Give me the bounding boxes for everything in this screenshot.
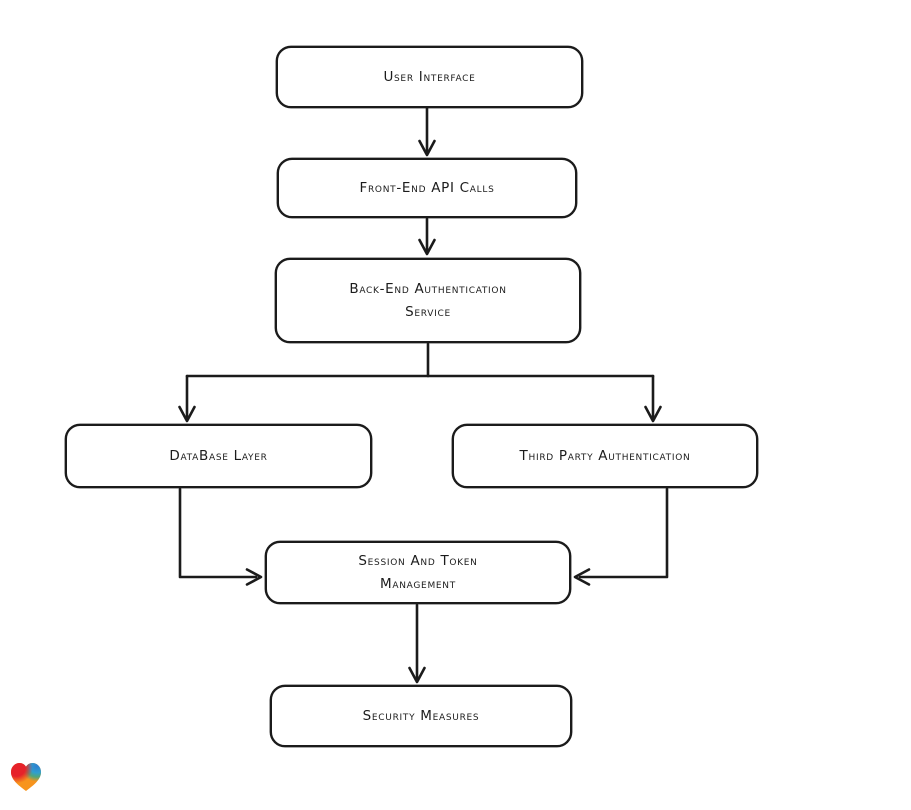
- node-back-end-authentication-service: Back-End Authentication Service: [275, 258, 581, 343]
- node-session-and-token-management-label: Session And Token Management: [358, 553, 478, 592]
- node-third-party-authentication-label: Third Party Authentication: [519, 447, 691, 464]
- node-session-and-token-management: Session And Token Management: [265, 541, 571, 604]
- node-back-end-authentication-service-label: Back-End Authentication Service: [349, 281, 507, 320]
- node-front-end-api-calls: Front-End API Calls: [277, 158, 577, 218]
- node-database-layer-label: DataBase Layer: [169, 447, 268, 464]
- edge-user-interface-to-front-end-api-calls: [418, 106, 436, 157]
- edge-back-end-authentication-service-branch: [178, 342, 662, 423]
- node-security-measures-label: Security Measures: [362, 707, 480, 724]
- edge-front-end-api-calls-to-back-end-authentication-service: [418, 217, 436, 256]
- edge-third-party-authentication-to-session-and-token-management: [573, 487, 669, 586]
- eraser-heart-logo[interactable]: [10, 762, 42, 792]
- node-user-interface-label: User Interface: [383, 68, 476, 85]
- node-security-measures: Security Measures: [270, 685, 572, 747]
- node-user-interface: User Interface: [276, 46, 583, 108]
- node-database-layer: DataBase Layer: [65, 424, 372, 488]
- node-third-party-authentication: Third Party Authentication: [452, 424, 758, 488]
- heart-icon: [11, 763, 41, 791]
- node-front-end-api-calls-label: Front-End API Calls: [359, 179, 495, 196]
- edge-session-and-token-management-to-security-measures: [408, 603, 426, 684]
- edge-database-layer-to-session-and-token-management: [178, 487, 263, 586]
